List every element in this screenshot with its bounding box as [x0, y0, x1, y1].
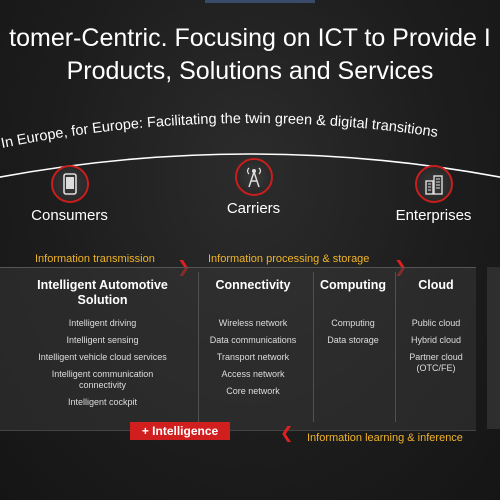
column-item: Intelligent driving: [68, 318, 137, 328]
segment-label: Consumers: [31, 207, 108, 224]
chevron-left-icon: ❮: [280, 425, 294, 442]
column-title: Intelligent Automotive Solution: [37, 278, 168, 307]
column-item: Intelligent cockpit: [67, 397, 138, 407]
intelligence-badge: + Intelligence: [130, 422, 230, 440]
column-item: Intelligent vehicle cloud services: [38, 352, 167, 362]
column-item: Intelligent communication connectivity: [51, 369, 154, 390]
column-item: Computing: [331, 318, 375, 328]
column-item: Intelligent sensing: [66, 335, 139, 345]
solutions-panel: [0, 267, 476, 431]
column-item: Public cloud: [411, 318, 461, 328]
column-cloud: Cloud Public cloud Hybrid cloud Partner …: [400, 278, 472, 374]
smartphone-icon: [50, 165, 89, 203]
column-divider: [198, 272, 199, 422]
column-divider: [313, 272, 314, 422]
flow-label-processing: Information processing & storage: [208, 253, 370, 265]
antenna-tower-icon: [234, 158, 273, 196]
column-automotive: Intelligent Automotive Solution Intellig…: [30, 278, 175, 408]
tagline: In Europe, for Europe: Facilitating the …: [0, 111, 439, 152]
column-item: Partner cloud (OTC/FE): [409, 352, 463, 373]
segment-label: Enterprises: [395, 207, 472, 224]
flow-label-learning: Information learning & inference: [307, 432, 463, 444]
column-computing: Computing Computing Data storage: [316, 278, 390, 346]
segment-carriers: Carriers: [206, 158, 301, 217]
column-item: Transport network: [216, 352, 290, 362]
segment-label: Carriers: [226, 200, 281, 217]
column-item: Access network: [221, 369, 285, 379]
column-divider: [395, 272, 396, 422]
column-connectivity: Connectivity Wireless network Data commu…: [203, 278, 303, 397]
column-item: Hybrid cloud: [410, 335, 462, 345]
column-item: Wireless network: [218, 318, 288, 328]
top-accent-bar: [205, 0, 315, 3]
column-title: Cloud: [418, 278, 454, 292]
headline-line-1: tomer-Centric. Focusing on ICT to Provid…: [9, 24, 491, 52]
column-title: Computing: [320, 278, 386, 292]
segment-enterprises: Enterprises: [386, 165, 481, 224]
column-title: Connectivity: [215, 278, 291, 292]
column-item: Data storage: [327, 335, 379, 345]
buildings-icon: [414, 165, 453, 203]
headline-line-2: Products, Solutions and Services: [66, 57, 434, 85]
column-item: Core network: [226, 386, 280, 396]
panel-edge: [487, 267, 500, 429]
headline: tomer-Centric. Focusing on ICT to Provid…: [0, 22, 500, 88]
flow-label-transmission: Information transmission: [35, 253, 155, 265]
column-item: Data communications: [209, 335, 297, 345]
segment-consumers: Consumers: [22, 165, 117, 224]
